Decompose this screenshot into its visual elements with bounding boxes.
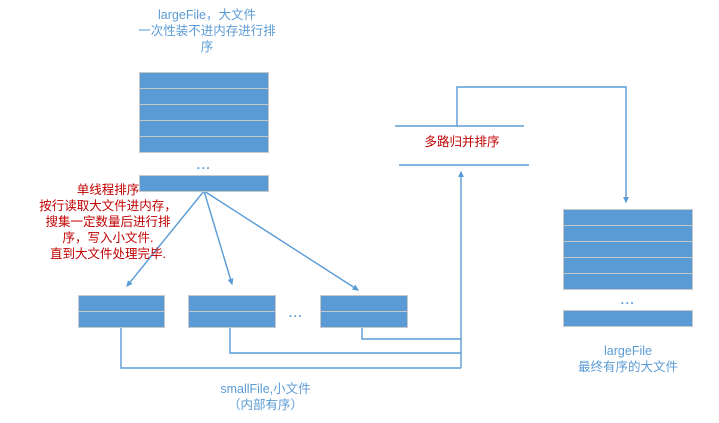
largefile-annotation-line: largeFile，大文件	[158, 8, 256, 22]
sorted-largefile-line: largeFile	[604, 344, 652, 358]
file-row	[140, 89, 268, 104]
smallfile-c-connector	[361, 328, 461, 340]
large-input-ellipsis: ...	[196, 158, 212, 172]
sorted-largefile-annotation: largeFile 最终有序的大文件	[548, 343, 708, 375]
file-row	[140, 105, 268, 120]
file-row	[140, 73, 268, 88]
large-output-file-tail	[563, 310, 693, 327]
file-row	[189, 312, 275, 327]
smallfile-b-connector	[229, 328, 461, 354]
sort-note-line: 直到大文件处理完毕.	[50, 247, 166, 261]
smallfile-a-connector	[120, 328, 461, 369]
largefile-annotation-line: 序	[200, 40, 214, 54]
small-file-stack-2	[188, 295, 276, 328]
large-output-ellipsis: ...	[620, 293, 636, 307]
file-row	[189, 296, 275, 311]
sort-note-line: 单线程排序	[76, 183, 140, 197]
small-file-stack-1	[78, 295, 165, 328]
largefile-annotation-line: 一次性装不进内存进行排	[138, 24, 276, 38]
large-input-file-stack	[139, 72, 269, 153]
merge-sort-label-text: 多路归并排序	[424, 135, 500, 149]
largefile-annotation: largeFile，大文件 一次性装不进内存进行排 序	[112, 7, 302, 55]
file-row	[564, 242, 692, 257]
large-output-file-stack	[563, 209, 693, 290]
split-arrow-1	[126, 190, 205, 288]
file-row	[140, 137, 268, 152]
split-arrow-2	[203, 190, 234, 286]
file-row	[79, 312, 164, 327]
smallfile-annotation-line: smallFile,小文件	[220, 382, 311, 396]
large-input-file-tail	[139, 175, 269, 192]
singlethread-sort-note: 单线程排序 按行读取大文件进内存， 搜集一定数量后进行排 序，写入小文件. 直到…	[12, 182, 204, 262]
file-row	[140, 121, 268, 136]
file-row	[321, 312, 407, 327]
file-row	[79, 296, 164, 311]
small-file-stack-3	[320, 295, 408, 328]
file-row	[321, 296, 407, 311]
merge-sort-label: 多路归并排序	[396, 134, 528, 150]
sorted-largefile-line: 最终有序的大文件	[577, 360, 678, 374]
sort-note-line: 按行读取大文件进内存，	[39, 199, 177, 213]
smallfile-annotation: smallFile,小文件 （内部有序）	[183, 381, 348, 413]
file-row	[564, 274, 692, 289]
file-row	[564, 311, 692, 326]
sort-note-line: 搜集一定数量后进行排	[45, 215, 171, 229]
file-row	[564, 210, 692, 225]
split-arrow-3	[203, 190, 360, 291]
small-files-ellipsis: ...	[288, 306, 304, 320]
merge-output-arrow	[456, 86, 629, 204]
file-row	[140, 176, 268, 191]
smallfile-annotation-line: （内部有序）	[227, 398, 303, 412]
file-row	[564, 258, 692, 273]
file-row	[564, 226, 692, 241]
sort-note-line: 序，写入小文件.	[62, 231, 154, 245]
